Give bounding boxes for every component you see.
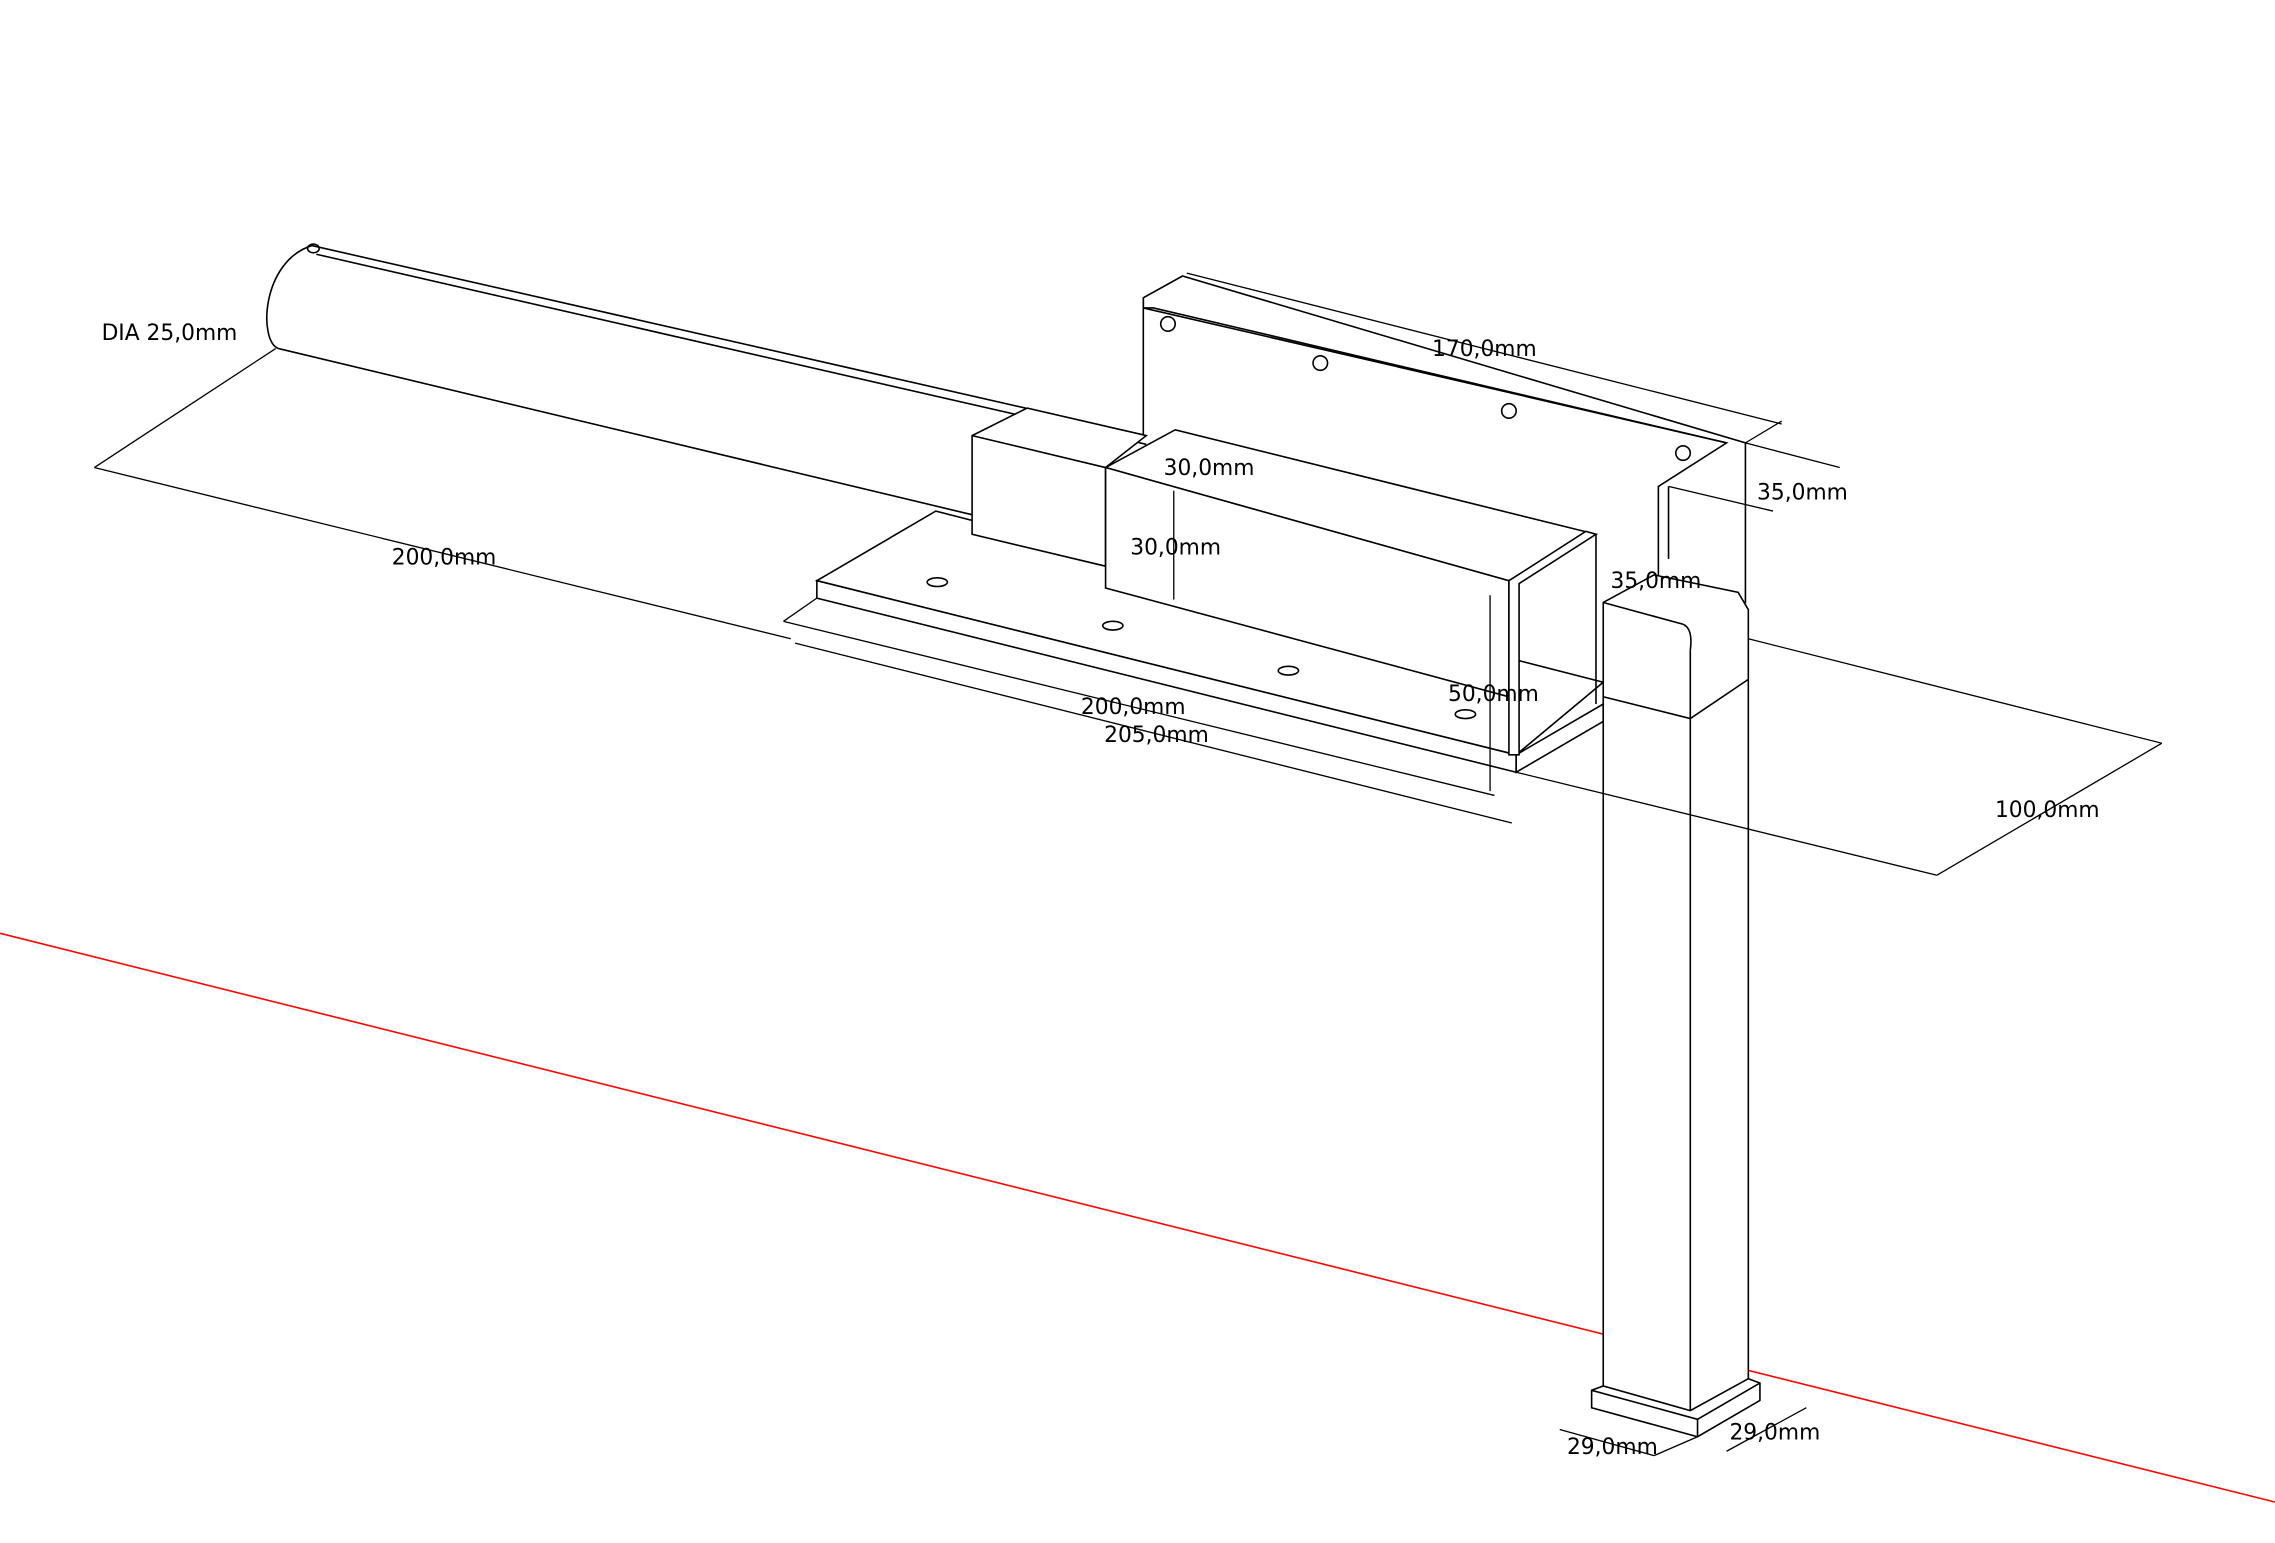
screw-hole (1500, 402, 1517, 420)
back-plate (1142, 275, 1747, 604)
screw-hole (1312, 355, 1329, 372)
screw-hole (1159, 315, 1177, 332)
dim-base-length-inner: 200,0mm (1081, 695, 1186, 720)
dim-back-plate-width: 35,0mm (1757, 480, 1848, 505)
dim-depth: 100,0mm (1995, 798, 2100, 823)
rod (266, 243, 1147, 517)
dim-post-width: 35,0mm (1610, 569, 1701, 594)
red-axis-line (0, 932, 2275, 1503)
dim-foot-right: 29,0mm (1729, 1421, 1820, 1446)
dim-rod-length: 200,0mm (392, 546, 497, 571)
post (1590, 574, 1761, 1438)
dim-block-top: 30,0mm (1164, 456, 1255, 481)
block-front (1103, 428, 1599, 698)
dim-rod-diameter: DIA 25,0mm (102, 321, 238, 346)
dim-upright-height: 50,0mm (1448, 682, 1539, 707)
dim-foot-left: 29,0mm (1567, 1435, 1658, 1460)
upright-plate (1508, 530, 1598, 756)
base-plate (814, 510, 1605, 774)
dim-block-height: 30,0mm (1130, 536, 1221, 561)
dim-base-length-outer: 205,0mm (1104, 723, 1209, 748)
dim-back-plate-length: 170,0mm (1432, 337, 1537, 362)
dimension-lines (93, 272, 2163, 1457)
screw-hole (1674, 444, 1692, 462)
